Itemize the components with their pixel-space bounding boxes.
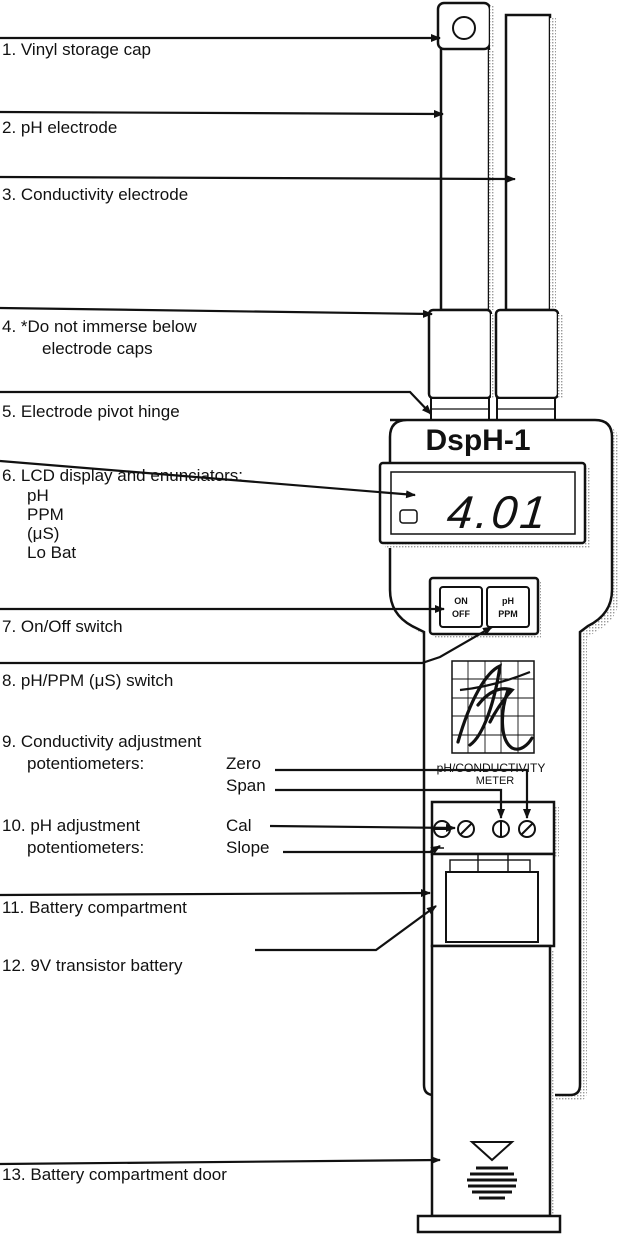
model-name: DspH-1 xyxy=(425,424,530,457)
callout-9-label-line2: potentiometers: xyxy=(27,754,145,773)
arrow-8 xyxy=(0,626,493,665)
enunciator-lobat: Lo Bat xyxy=(27,543,77,562)
storage-cap xyxy=(436,1,495,51)
ph-ppm-switch[interactable]: pH PPM xyxy=(486,586,530,628)
callout-arrows xyxy=(0,34,531,1166)
arrow-6 xyxy=(0,459,416,499)
battery-door[interactable] xyxy=(416,944,562,1234)
enunciator-ph: pH xyxy=(27,486,49,505)
on-label: ON xyxy=(454,596,468,606)
ph-label: pH xyxy=(502,596,514,606)
slope-label: Slope xyxy=(226,838,270,857)
span-label: Span xyxy=(226,776,266,795)
cal-label: Cal xyxy=(226,816,252,835)
arrow-span xyxy=(275,788,505,819)
zero-potentiometer[interactable] xyxy=(518,820,536,838)
arrow-12 xyxy=(255,905,437,952)
grip-lines xyxy=(467,1166,517,1200)
arrow-2 xyxy=(0,109,444,118)
span-potentiometer[interactable] xyxy=(492,820,510,838)
lo-bat-indicator xyxy=(399,509,418,524)
battery xyxy=(445,871,539,943)
arrow-slope xyxy=(283,845,441,855)
battery-compartment xyxy=(430,847,556,948)
off-label: OFF xyxy=(452,609,470,619)
callout-13-label: 13. Battery compartment door xyxy=(2,1165,227,1184)
callout-5-label: 5. Electrode pivot hinge xyxy=(2,402,180,421)
adjustment-panel xyxy=(430,800,559,858)
brand-logo: pH/CONDUCTIVITY METER xyxy=(437,660,546,787)
callout-3-label: 3. Conductivity electrode xyxy=(2,185,189,204)
callout-9-label: 9. Conductivity adjustment xyxy=(2,732,202,751)
arrow-cal xyxy=(269,823,456,832)
arrow-4 xyxy=(0,306,433,318)
lcd-reading: 4.01 xyxy=(445,486,552,538)
callout-7-label: 7. On/Off switch xyxy=(2,617,123,636)
logo-caption-2: METER xyxy=(476,775,515,787)
enunciator-us: (μS) xyxy=(27,524,60,543)
arrow-11 xyxy=(0,889,431,898)
callout-10-label: 10. pH adjustment xyxy=(2,816,140,835)
zero-label: Zero xyxy=(226,754,261,773)
callout-12-label: 12. 9V transistor battery xyxy=(2,956,183,975)
switch-panel: ON OFF pH PPM xyxy=(428,576,541,639)
callout-4-label-line2: electrode caps xyxy=(42,339,153,358)
arrow-5 xyxy=(0,390,432,415)
lcd-display: 4.01 xyxy=(378,461,590,548)
callout-10-label-line2: potentiometers: xyxy=(27,838,145,857)
callout-6-label: 6. LCD display and enunciators: xyxy=(2,466,243,485)
pivot-hinge xyxy=(430,397,556,421)
triangle-icon xyxy=(469,1141,515,1162)
on-off-switch[interactable]: ON OFF xyxy=(439,586,483,628)
logo-caption: pH/CONDUCTIVITY xyxy=(437,761,546,775)
slope-potentiometer[interactable] xyxy=(457,820,475,838)
arrow-13 xyxy=(0,1156,441,1166)
callout-4-label: 4. *Do not immerse below xyxy=(2,317,197,336)
arrow-zero xyxy=(275,768,531,819)
enunciator-ppm: PPM xyxy=(27,505,64,524)
conductivity-electrode xyxy=(504,13,556,312)
ppm-label: PPM xyxy=(498,609,518,619)
callout-11-label: 11. Battery compartment xyxy=(2,898,187,917)
callout-1-label: 1. Vinyl storage cap xyxy=(2,40,151,59)
callout-2-label: 2. pH electrode xyxy=(2,118,118,137)
callout-8-label: 8. pH/PPM (μS) switch xyxy=(2,671,174,690)
arrow-3 xyxy=(0,174,516,183)
electrode-caps xyxy=(427,308,563,400)
